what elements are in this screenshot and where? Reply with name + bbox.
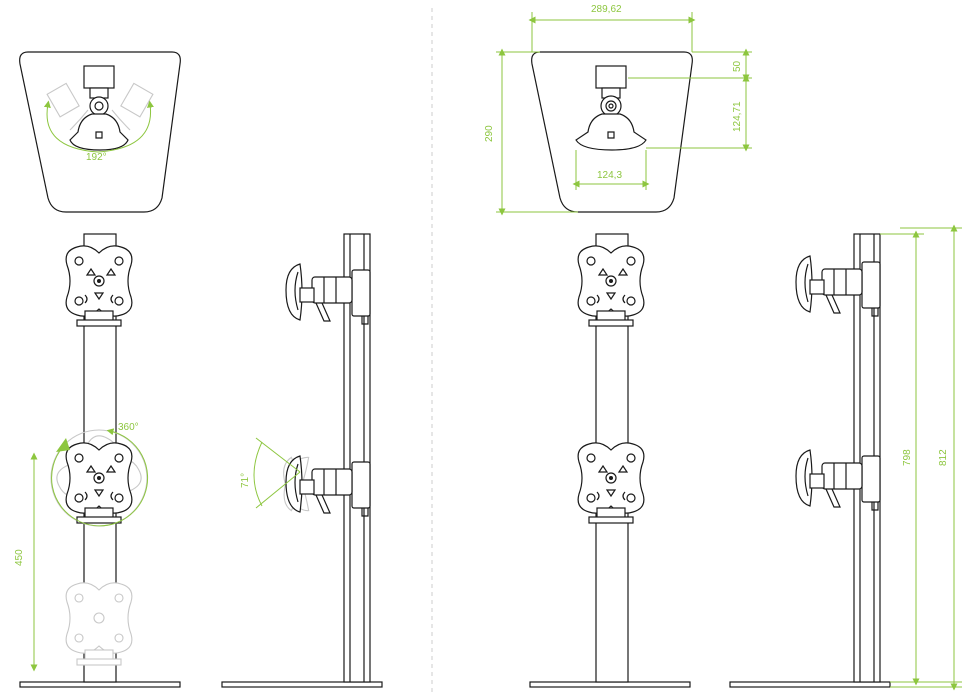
top-offset-label: 50 [732,60,743,72]
front-view-left: 360° 450 [14,233,181,688]
total-height-label: 812 [938,449,949,466]
top-arm-depth-label: 124,71 [732,101,743,132]
height-adjust-label: 450 [14,549,25,566]
pole-height-label: 798 [902,449,913,466]
top-view-right: 289,62 290 50 124,71 124,3 [484,4,752,216]
front-view-right [529,233,691,688]
top-width-label: 289,62 [591,4,622,15]
top-depth-label: 290 [484,125,495,142]
rotation-angle-label: 192° [86,152,107,163]
tilt-angle-label: 71° [240,473,251,488]
top-view-left: 192° [19,51,181,213]
side-view-right: 798 812 [729,224,962,691]
side-view-left: 71° [221,233,383,688]
base-width-label: 124,3 [597,170,622,181]
spin-angle-label: 360° [118,422,139,433]
